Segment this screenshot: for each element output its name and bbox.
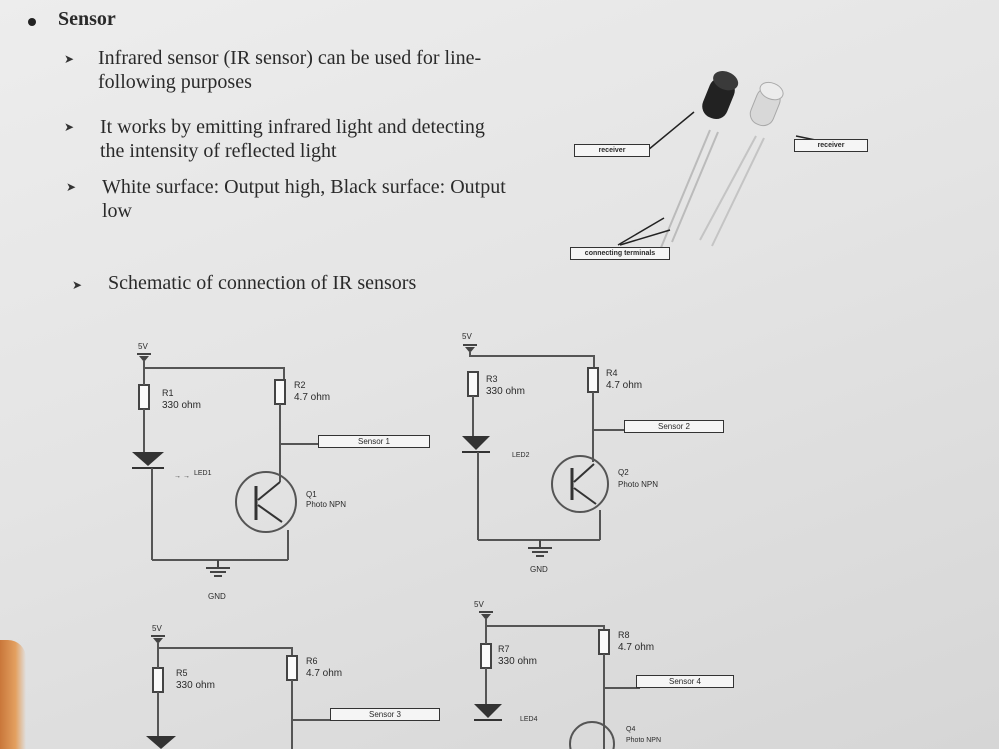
- resistor-name: R7: [498, 644, 510, 654]
- resistor-value: 4.7 ohm: [306, 668, 343, 679]
- transistor-name: Q2: [618, 468, 629, 477]
- resistor-value: 330 ohm: [486, 386, 525, 397]
- bullet-line: the intensity of reflected light: [100, 140, 337, 162]
- led-label: LED1: [194, 470, 212, 477]
- circuit-1: → →: [132, 353, 320, 577]
- supply-label: 5V: [138, 342, 148, 351]
- transistor-name: Q1: [306, 490, 317, 499]
- resistor-name: R8: [618, 630, 630, 640]
- transistor-type: Photo NPN: [626, 737, 662, 744]
- resistor-name: R4: [606, 368, 618, 378]
- resistor-value: 4.7 ohm: [606, 380, 643, 391]
- bullet-line: Infrared sensor (IR sensor) can be used …: [98, 47, 482, 69]
- resistor-name: R1: [162, 388, 174, 398]
- supply-label: 5V: [152, 624, 162, 633]
- ground-label: GND: [208, 592, 226, 601]
- bullet-line: following purposes: [98, 71, 252, 93]
- sensor-output-tag: Sensor 4: [636, 675, 734, 688]
- svg-text:→ →: → →: [174, 473, 190, 480]
- arrow-bullet-icon: ➤: [64, 120, 75, 134]
- arrow-bullet-icon: ➤: [72, 278, 83, 292]
- led-label: LED4: [520, 716, 538, 723]
- bullet-item: It works by emitting infrared light and …: [100, 115, 485, 163]
- sensor-output-tag: Sensor 3: [330, 708, 440, 721]
- bullet-line: low: [102, 200, 132, 222]
- bullet-item: Schematic of connection of IR sensors: [108, 271, 416, 295]
- callout-receiver-left: receiver: [574, 144, 650, 157]
- callout-receiver-right: receiver: [794, 139, 868, 152]
- ground-label: GND: [530, 565, 548, 574]
- circuit-4: [474, 611, 640, 749]
- resistor-name: R5: [176, 668, 188, 678]
- bullet-line: White surface: Output high, Black surfac…: [102, 176, 506, 198]
- arrow-bullet-icon: ➤: [64, 52, 75, 66]
- bullet-line: Schematic of connection of IR sensors: [108, 272, 417, 294]
- ir-sensor-illustration: [617, 71, 831, 251]
- supply-label: 5V: [474, 600, 484, 609]
- resistor-value: 330 ohm: [162, 400, 201, 411]
- resistor-name: R6: [306, 656, 318, 666]
- sensor-output-tag: Sensor 2: [624, 420, 724, 433]
- bullet-item: White surface: Output high, Black surfac…: [102, 175, 506, 223]
- resistor-value: 4.7 ohm: [618, 642, 655, 653]
- transistor-type: Photo NPN: [306, 500, 347, 509]
- resistor-value: 330 ohm: [176, 680, 215, 691]
- circuit-3: [146, 635, 340, 749]
- sensor-output-tag: Sensor 1: [318, 435, 430, 448]
- section-heading: Sensor: [58, 8, 116, 30]
- bullet-item: Infrared sensor (IR sensor) can be used …: [98, 46, 481, 94]
- resistor-name: R3: [486, 374, 498, 384]
- resistor-name: R2: [294, 380, 306, 390]
- led-label: LED2: [512, 452, 530, 459]
- bullet-line: It works by emitting infrared light and …: [100, 116, 485, 138]
- circuit-2: [462, 344, 626, 557]
- page-edge-shadow: [0, 640, 26, 749]
- callout-connecting-terminals: connecting terminals: [570, 247, 670, 260]
- transistor-name: Q4: [626, 726, 636, 733]
- resistor-value: 4.7 ohm: [294, 392, 331, 403]
- transistor-type: Photo NPN: [618, 480, 659, 489]
- bullet-dot: [28, 18, 36, 26]
- resistor-value: 330 ohm: [498, 656, 537, 667]
- supply-label: 5V: [462, 332, 472, 341]
- arrow-bullet-icon: ➤: [66, 180, 77, 194]
